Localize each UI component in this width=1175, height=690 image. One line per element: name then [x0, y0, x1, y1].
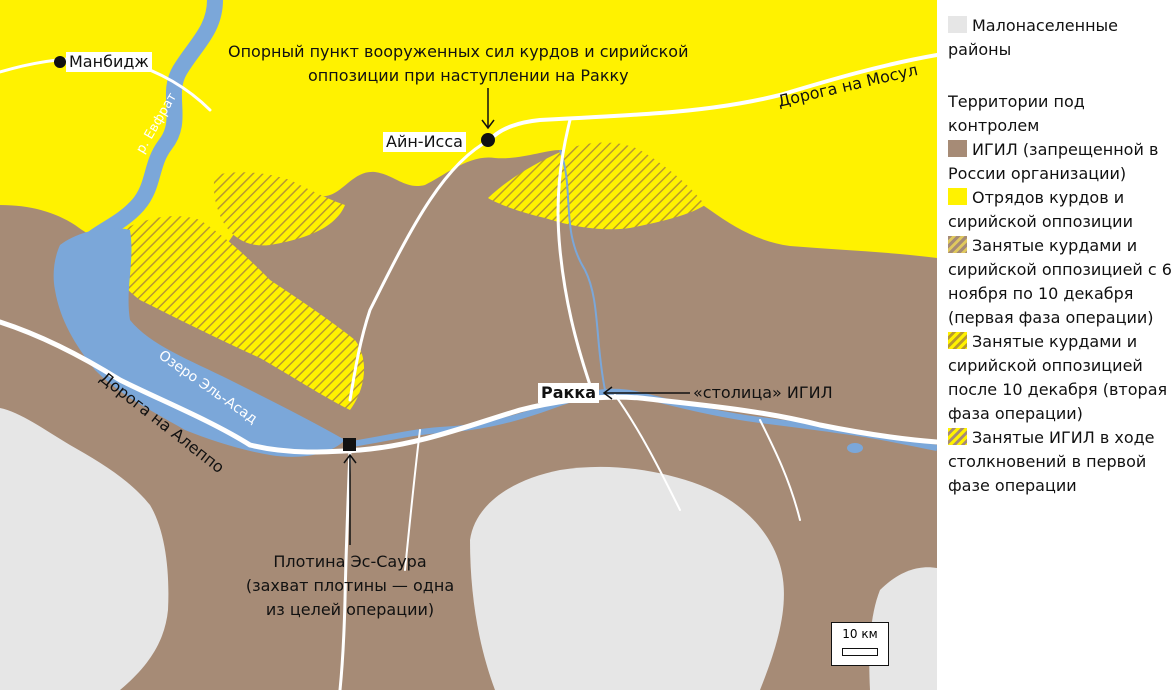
euphrates-river — [77, 0, 223, 253]
legend-isis: ИГИЛ (запрещенной в России организации) — [948, 138, 1175, 186]
label-manbij: Манбидж — [66, 52, 152, 72]
label-dam-2: (захват плотины — одна — [245, 576, 455, 595]
legend-swatch-isis — [948, 140, 967, 157]
callout-lines — [343, 88, 690, 545]
label-dam-3: из целей операции) — [265, 600, 435, 619]
lake-assad — [53, 228, 346, 457]
dam-marker — [343, 438, 356, 451]
small-lake — [847, 443, 863, 453]
label-dam: Плотина Эс-Саура — [273, 552, 427, 571]
legend-phase2: Занятые курдами и сирийской оппозицией п… — [948, 330, 1175, 426]
scale-label: 10 км — [842, 627, 878, 641]
legend-isis-taken: Занятые ИГИЛ в ходе столкновений в перво… — [948, 426, 1175, 498]
legend-sparse: Малонаселенные районы — [948, 14, 1175, 62]
map: Манбидж Опорный пункт вооруженных сил ку… — [0, 0, 937, 690]
legend-swatch-isis-taken — [948, 428, 967, 445]
label-ain-issa: Айн-Исса — [383, 132, 466, 152]
label-stronghold: Опорный пункт вооруженных сил курдов и с… — [228, 42, 689, 61]
map-canvas — [0, 0, 937, 690]
sparse-area-se — [470, 466, 784, 690]
label-raqqa: Ракка — [538, 383, 600, 403]
legend-isis-taken-label: Занятые ИГИЛ в ходе столкновений в перво… — [948, 428, 1155, 495]
legend-swatch-phase1 — [948, 236, 967, 253]
legend-sparse-label: Малонаселенные районы — [948, 16, 1118, 59]
legend-kurds: Отрядов курдов и сирийской оппозиции — [948, 186, 1175, 234]
legend-swatch-sparse — [948, 16, 967, 33]
phase1-zone-west — [100, 216, 365, 410]
ain-issa-dot — [481, 133, 495, 147]
legend-phase1-label: Занятые курдами и сирийской оппозицией с… — [948, 236, 1172, 327]
legend-title: Территории под контролем — [948, 92, 1085, 135]
legend-swatch-kurds — [948, 188, 967, 205]
phase1-zone-east — [488, 142, 705, 230]
phase1-zone-north — [213, 172, 345, 246]
legend-phase1: Занятые курдами и сирийской оппозицией с… — [948, 234, 1175, 330]
legend-isis-label: ИГИЛ (запрещенной в России организации) — [948, 140, 1159, 183]
scale-bar-graphic — [842, 648, 878, 656]
legend-swatch-phase2 — [948, 332, 967, 349]
legend-phase2-label: Занятые курдами и сирийской оппозицией п… — [948, 332, 1168, 423]
scale-bar: 10 км — [831, 622, 889, 666]
manbij-dot — [54, 56, 66, 68]
label-stronghold-2: оппозиции при наступлении на Ракку — [308, 66, 629, 85]
roads — [0, 53, 937, 690]
sparse-area-sw — [0, 408, 169, 690]
legend-kurds-label: Отрядов курдов и сирийской оппозиции — [948, 188, 1133, 231]
legend: Малонаселенные районы Территории под кон… — [948, 0, 1175, 690]
tributary — [559, 149, 606, 391]
label-capital: «столица» ИГИЛ — [693, 383, 833, 402]
